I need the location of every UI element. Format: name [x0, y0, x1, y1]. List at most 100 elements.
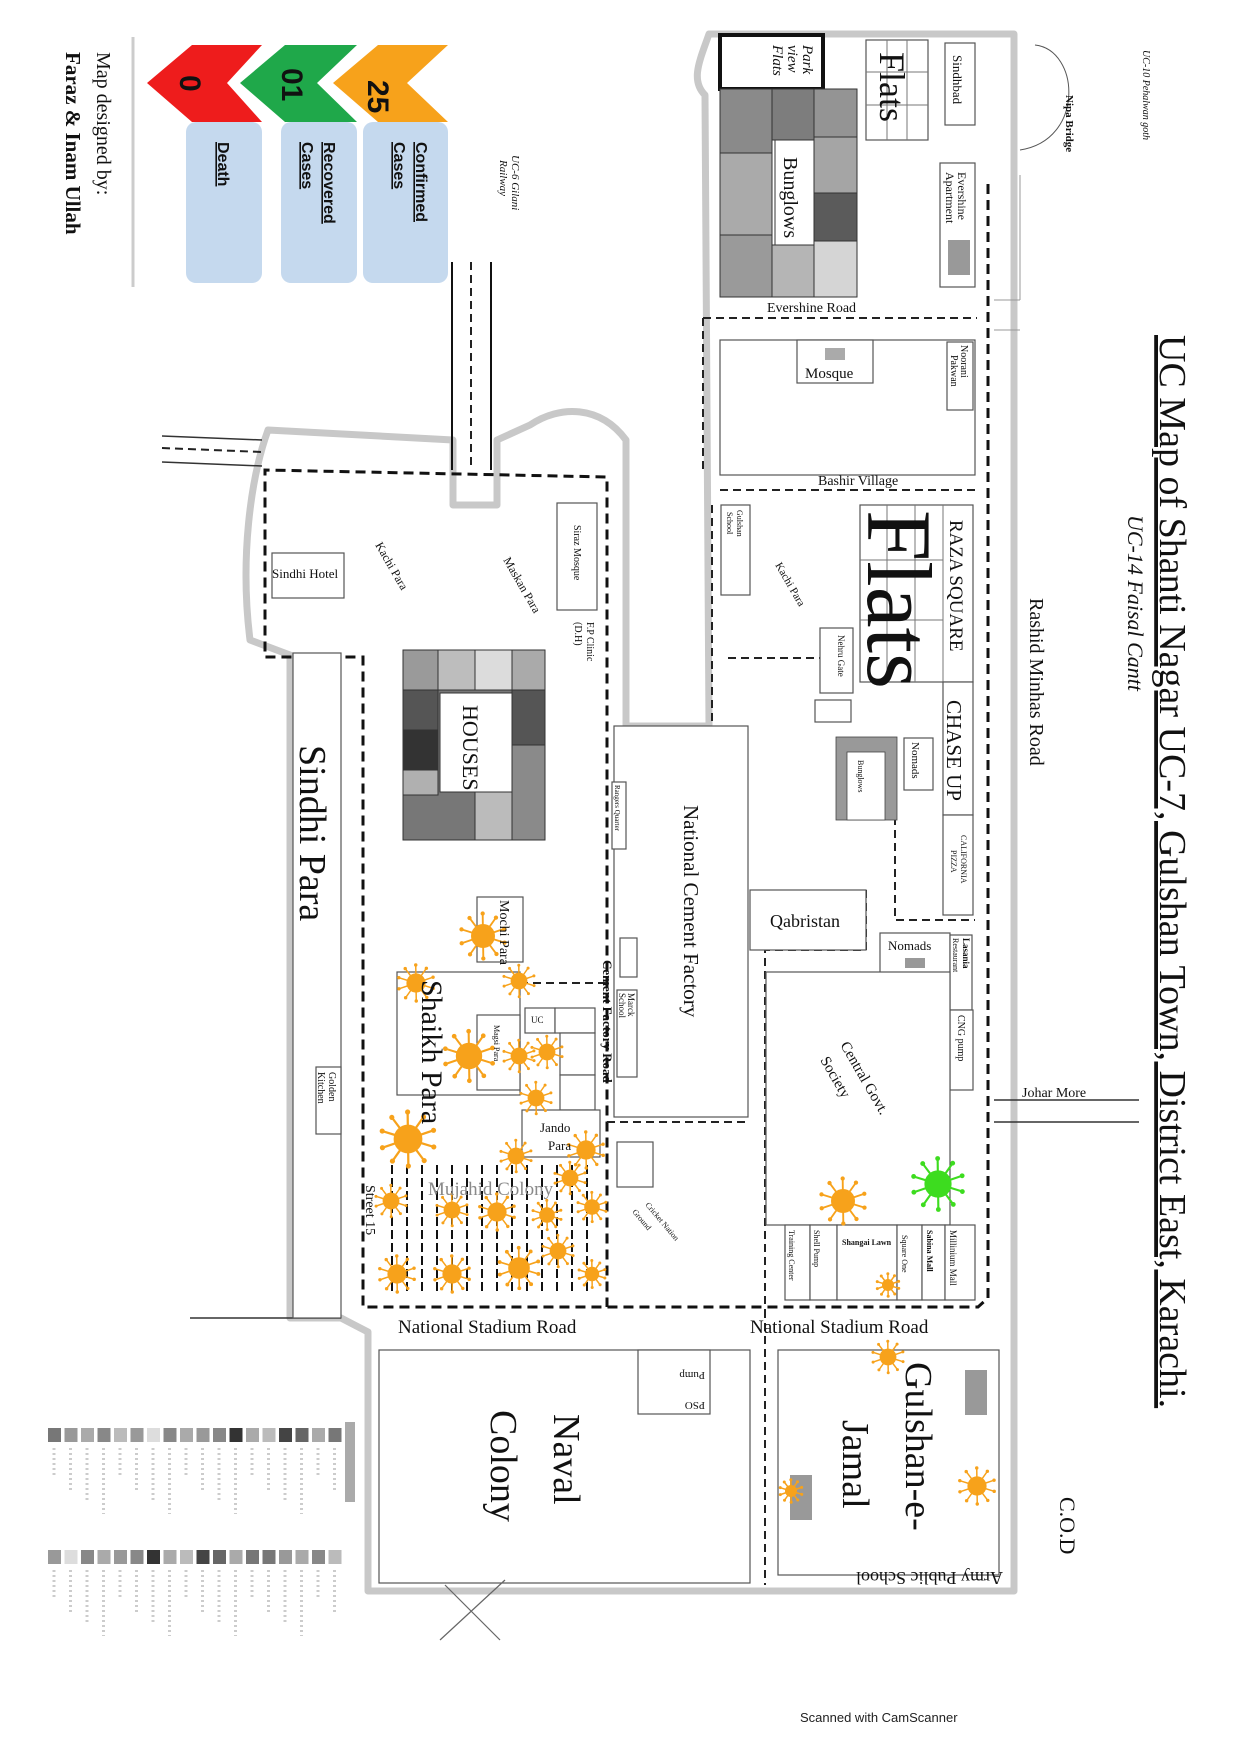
park-view-flats-box — [718, 33, 825, 91]
fp-clinic-1: F.P Clinic — [584, 622, 595, 662]
jando-para-1: Jando — [540, 1120, 570, 1135]
evershine-road-label: Evershine Road — [767, 301, 856, 316]
nehru-gate-box — [819, 627, 854, 694]
jamal-label: Jamal — [834, 1420, 876, 1509]
shell-pump-label: Shell Pump — [812, 1230, 821, 1267]
legend-symbol-icon — [81, 1428, 94, 1442]
small-box — [616, 1141, 654, 1188]
bungalows-label: Bunglows — [779, 157, 801, 238]
nomads-small-label: Nomads — [909, 742, 921, 779]
place-labels: Park view Flats Bunglows Flats Sindhbad … — [272, 44, 971, 1531]
confirmed-case-marker — [442, 1028, 496, 1084]
gulshan-label: Gulshan-e- — [897, 1362, 939, 1531]
legend-symbol-icon — [81, 1550, 94, 1564]
sindhbad-label: Sindhbad — [950, 55, 965, 105]
legend-death: 0 Death — [147, 45, 262, 283]
mosque-icon — [825, 348, 845, 360]
nipa-bridge-label: Nipa Bridge — [1063, 95, 1075, 152]
jando-para-2: Para — [548, 1138, 571, 1153]
nehru-gate-label: Nehru Gate — [836, 635, 846, 677]
uc6-label-2: Railway — [497, 159, 509, 196]
legend-symbol-icon — [147, 1550, 160, 1564]
maskan-para-label: Maskan Para — [500, 555, 544, 617]
legend-symbol-icon — [295, 1428, 309, 1442]
california-1: CALIFORNIA — [959, 835, 968, 884]
bungalows-grid — [719, 88, 858, 298]
cng-pump-label: CNG pump — [955, 1015, 966, 1061]
cement-factory-road-label: Cement Factory Road — [600, 960, 615, 1084]
rangers-quarter-label: Rangers Quarter — [613, 785, 621, 832]
confirmed-case-marker — [871, 1339, 905, 1375]
legend-symbol-icon — [262, 1550, 276, 1564]
legend-symbol-icon — [229, 1428, 243, 1442]
legend-confirmed: 25 Confirmed Cases — [333, 45, 448, 283]
confirmed-case-marker — [958, 1466, 996, 1506]
legend-symbol-icon — [97, 1428, 111, 1442]
legend-symbol-icon — [279, 1428, 292, 1442]
legend-symbol-icon — [64, 1428, 78, 1442]
street-15-label: Street 15 — [362, 1185, 377, 1235]
confirmed-case-marker — [502, 963, 536, 999]
pso-pump-box — [637, 1349, 711, 1415]
flats-top-label: Flats — [872, 52, 912, 122]
uc-boundary — [242, 30, 1018, 1595]
small-icon-box — [814, 699, 852, 723]
confirmed-label-1: Confirmed — [412, 142, 429, 222]
nomads-icon — [905, 958, 925, 968]
johar-more-label: Johar More — [1022, 1086, 1086, 1101]
legend-symbol-icon — [130, 1550, 144, 1564]
kachi-para-left: Kachi Para — [372, 540, 411, 593]
legend-symbol-icon — [163, 1428, 177, 1442]
legend-symbol-icon — [262, 1428, 276, 1442]
california-2: PIZZA — [949, 850, 958, 873]
sabina-mall-label: Sabina Mall — [925, 1230, 934, 1272]
confirmed-case-marker — [499, 1138, 533, 1174]
training-center-label: Training Center — [787, 1230, 796, 1281]
police-box — [619, 937, 638, 978]
legend-symbol-icon — [64, 1550, 78, 1564]
scanner-watermark: Scanned with CamScanner — [800, 1710, 958, 1725]
top-right-road — [994, 175, 1021, 331]
noorani-box — [946, 341, 974, 411]
gulshan-school-1: Gulshan — [735, 510, 744, 537]
siraz-mosque-box — [556, 502, 598, 611]
raza-flats-box — [859, 504, 974, 683]
marck-school-1: Marck — [626, 993, 636, 1017]
confirmed-case-marker — [553, 1160, 587, 1196]
golden-kitchen-1: Golden — [326, 1072, 337, 1101]
symbol-legend — [48, 1422, 355, 1636]
credits-line-2: Faraz & Inam Ullah — [61, 52, 85, 235]
bhu-box — [554, 1007, 596, 1034]
legend-symbol-icon — [180, 1428, 193, 1442]
rangers-quarter-box — [611, 781, 627, 850]
legend-symbol-icon — [328, 1428, 342, 1442]
uc6-label-1: UC-6 Gilani — [509, 155, 521, 210]
fp-clinic-2: (D.H) — [572, 622, 583, 646]
legend-symbol-icon — [295, 1550, 309, 1564]
cement-factory-cross-road — [520, 982, 748, 1123]
confirmed-case-marker — [502, 1038, 536, 1074]
legend-symbol-icon — [147, 1428, 160, 1442]
small-bungalows-label: Bunglows — [856, 760, 865, 792]
pso-label: PSO — [685, 1399, 705, 1411]
legend-symbol-header — [345, 1422, 355, 1502]
golden-kitchen-box — [315, 1066, 342, 1135]
confirmed-case-marker — [576, 1190, 608, 1224]
confirmed-case-marker — [875, 1272, 901, 1298]
recovered-label-2: Cases — [298, 142, 315, 189]
confirmed-case-marker — [778, 1478, 804, 1504]
rashid-minhas-road-label: Rashid Minhas Road — [1025, 598, 1047, 766]
houses-grid — [402, 649, 546, 841]
army-school-label: Army Public School — [856, 1568, 1003, 1588]
legend-symbol-icon — [48, 1550, 61, 1564]
confirmed-case-marker — [819, 1176, 867, 1226]
legend-symbol-icon — [180, 1550, 193, 1564]
legend-symbol-icon — [312, 1550, 325, 1564]
building-icon — [948, 240, 970, 275]
naval-label: Naval — [545, 1414, 587, 1505]
mochi-para-label: Mochi Para — [496, 900, 511, 966]
raza-flats-label: Flats — [848, 510, 950, 689]
nomads-small-box — [903, 737, 934, 791]
confirmed-case-marker — [531, 1198, 563, 1232]
park-view-1: Park — [799, 44, 815, 75]
